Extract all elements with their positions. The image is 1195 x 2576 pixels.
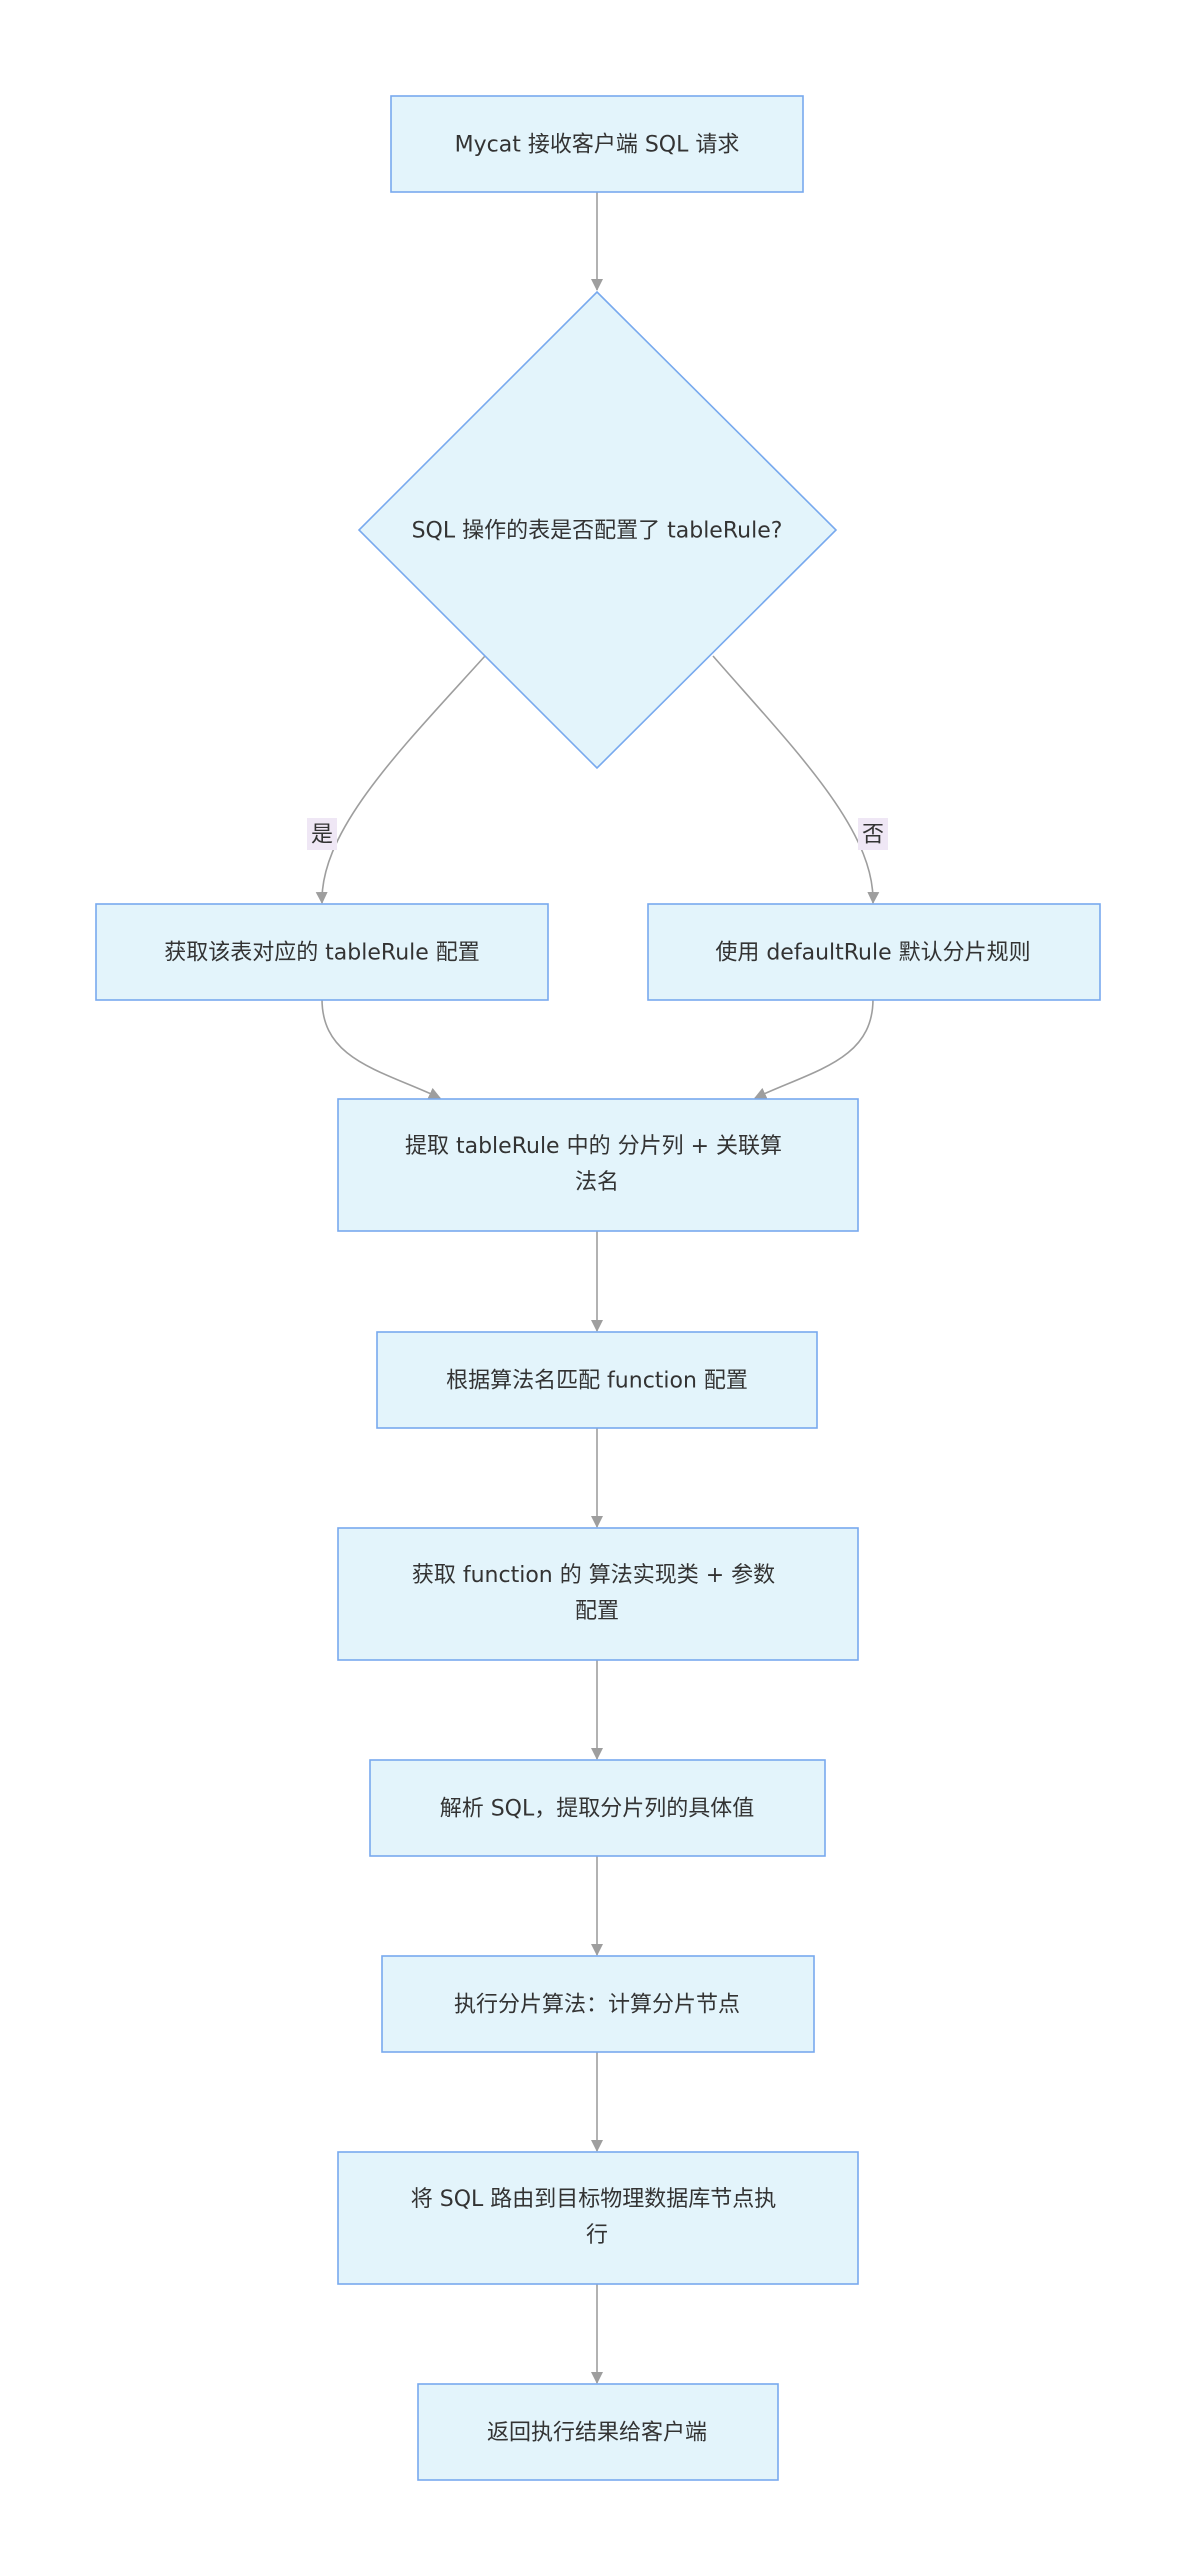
nodes: [95, 95, 1101, 2481]
edge-getrule-to-extract: [321, 998, 441, 1099]
edge-label-yes-text: 是: [311, 823, 333, 848]
node-decision: [357, 290, 838, 770]
node-extract: [337, 1098, 859, 1232]
node-start-label: Mycat 接收客户端 SQL 请求: [455, 133, 740, 158]
node-get-function: [337, 1527, 859, 1661]
node-return-label: 返回执行结果给客户端: [487, 2421, 707, 2446]
node-extract-label: 提取 tableRule 中的 分片列 + 关联算 法名: [405, 1134, 789, 1195]
node-get-function-label: 获取 function 的 算法实现类 + 参数 配置: [412, 1563, 782, 1624]
node-execute-algo: [381, 1955, 815, 2053]
node-return: [417, 2383, 779, 2481]
node-default-rule-line: 使用 defaultRule 默认分片规则: [715, 941, 1030, 966]
edge-label-no: 否: [858, 818, 888, 850]
node-execute-algo-line: 执行分片算法：计算分片节点: [454, 1993, 740, 2018]
node-default-rule: [647, 903, 1101, 1001]
node-match-function-line: 根据算法名匹配 function 配置: [446, 1369, 748, 1394]
node-get-function-line-1: 获取 function 的 算法实现类 + 参数: [412, 1563, 775, 1588]
edge-label-no-text: 否: [862, 823, 884, 848]
node-get-rule: [95, 903, 549, 1001]
node-extract-line-1: 提取 tableRule 中的 分片列 + 关联算: [405, 1134, 782, 1159]
node-parse-sql-line: 解析 SQL，提取分片列的具体值: [440, 1797, 755, 1822]
node-return-line: 返回执行结果给客户端: [487, 2421, 707, 2446]
node-parse-sql-label: 解析 SQL，提取分片列的具体值: [440, 1797, 755, 1822]
node-start-line: Mycat 接收客户端 SQL 请求: [455, 133, 740, 158]
node-start: [390, 95, 804, 193]
node-get-function-line-2: 配置: [575, 1599, 619, 1624]
node-get-rule-line: 获取该表对应的 tableRule 配置: [164, 941, 480, 966]
node-route: [337, 2151, 859, 2285]
edge-label-yes: 是: [307, 818, 337, 850]
node-execute-algo-label: 执行分片算法：计算分片节点: [454, 1993, 740, 2018]
node-default-rule-label: 使用 defaultRule 默认分片规则: [715, 941, 1030, 966]
node-get-rule-label: 获取该表对应的 tableRule 配置: [164, 941, 480, 966]
node-labels: Mycat 接收客户端 SQL 请求 SQL 操作的表是否配置了 tableRu…: [164, 133, 1030, 2446]
node-decision-label: SQL 操作的表是否配置了 tableRule?: [412, 519, 783, 544]
edge-default-to-extract: [754, 998, 874, 1099]
edge-decision-no: [712, 655, 880, 904]
node-decision-line: SQL 操作的表是否配置了 tableRule?: [412, 519, 783, 544]
node-match-function: [376, 1331, 818, 1429]
node-route-line-2: 行: [586, 2223, 608, 2248]
node-extract-line-2: 法名: [575, 1170, 619, 1195]
node-route-line-1: 将 SQL 路由到目标物理数据库节点执: [411, 2187, 777, 2212]
node-route-label: 将 SQL 路由到目标物理数据库节点执 行: [411, 2187, 784, 2248]
node-match-function-label: 根据算法名匹配 function 配置: [446, 1369, 748, 1394]
edge-decision-yes: [315, 655, 486, 904]
edges: [315, 192, 880, 2384]
node-parse-sql: [369, 1759, 826, 1857]
